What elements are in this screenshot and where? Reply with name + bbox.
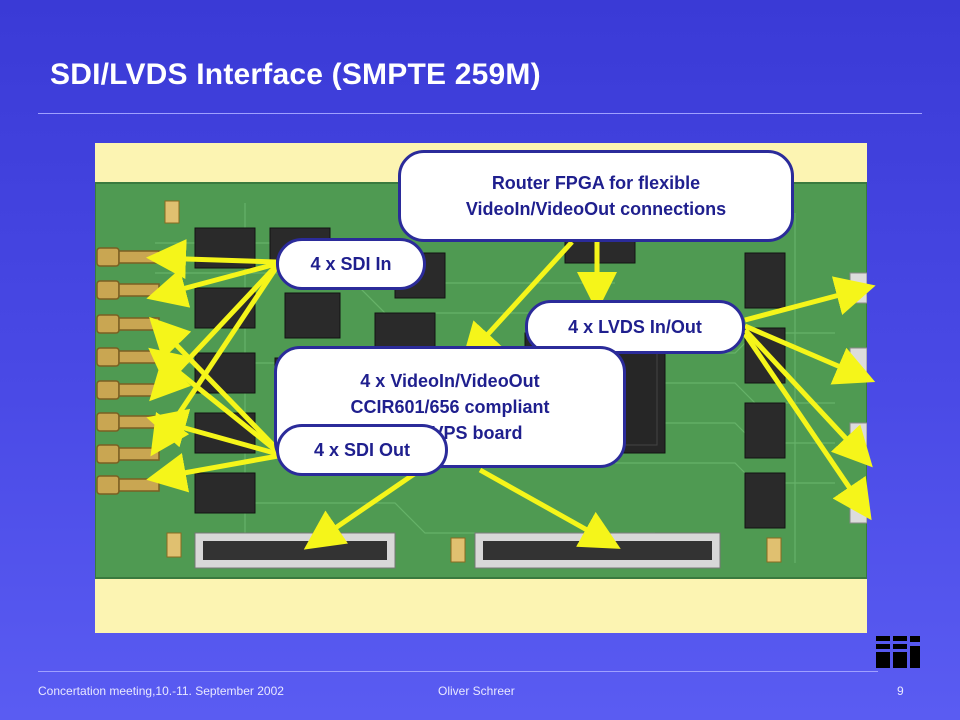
callout-router-fpga: Router FPGA for flexible VideoIn/VideoOu… [398,150,794,242]
callout-lvds: 4 x LVDS In/Out [525,300,745,354]
callout-sdi-out-label: 4 x SDI Out [313,440,411,460]
callout-video: 4 x VideoIn/VideoOut CCIR601/656 complia… [274,346,626,468]
footer-author: Oliver Schreer [438,684,515,698]
callout-router-line2: VideoIn/VideoOut connections [465,199,727,219]
footer-meeting: Concertation meeting,10.-11. September 2… [38,684,284,698]
capacitors [164,200,782,563]
title-divider [38,113,922,114]
slide-title: SDI/LVDS Interface (SMPTE 259M) [50,58,541,91]
callout-sdi-in-label: 4 x SDI In [310,254,392,274]
callout-lvds-label: 4 x LVDS In/Out [568,317,702,337]
institute-logo-icon [876,636,920,668]
callout-sdi-out: 4 x SDI Out [276,424,448,476]
footer-divider [38,671,878,672]
callout-video-line1: 4 x VideoIn/VideoOut [360,371,540,391]
page-number: 9 [897,684,904,698]
callout-sdi-in: 4 x SDI In [276,238,426,290]
callout-video-line2: CCIR601/656 compliant [350,397,550,417]
callout-router-line1: Router FPGA for flexible [491,173,701,193]
